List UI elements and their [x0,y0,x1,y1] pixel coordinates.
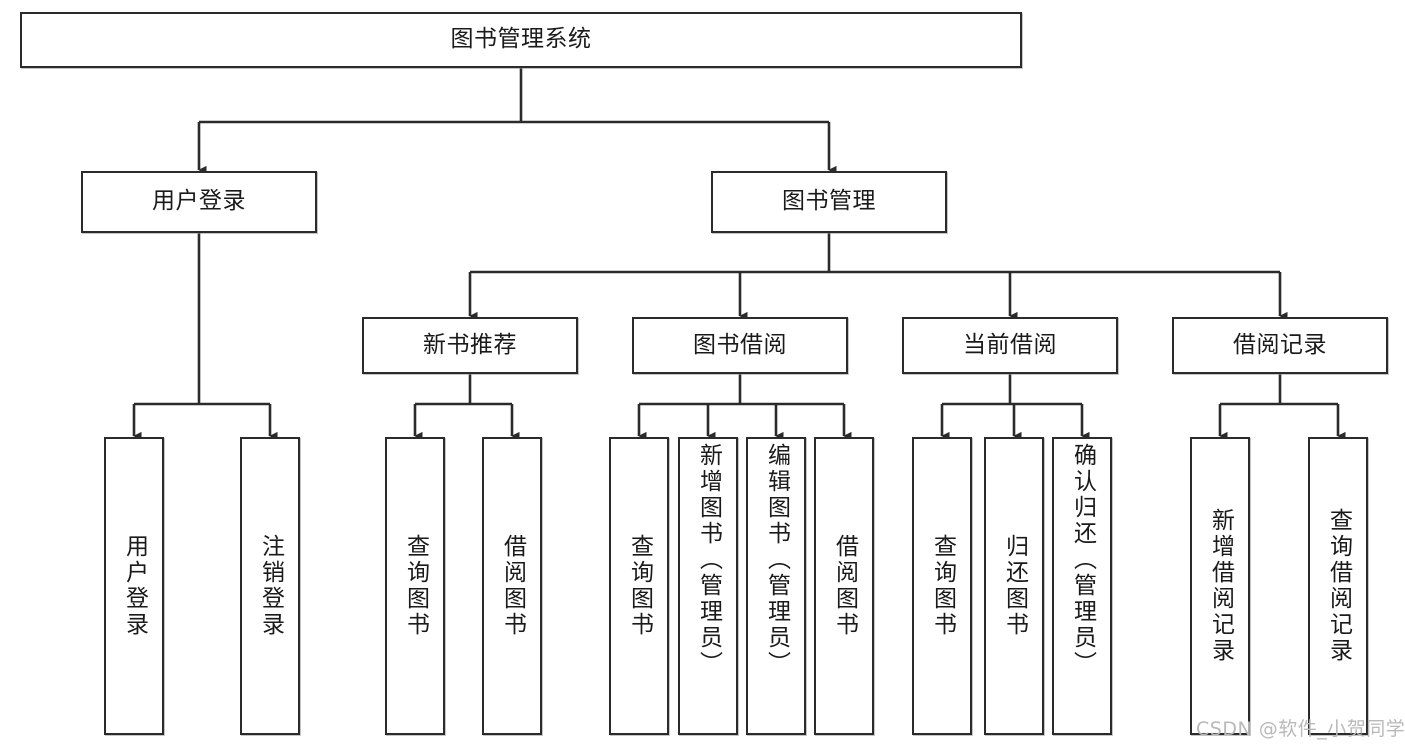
node-root[interactable]: 图书管理系统 [20,12,1022,68]
node-book-manage[interactable]: 图书管理 [711,171,947,233]
node-leaf-borrow-borrow-book-label: 借阅图书 [831,534,858,638]
node-current-borrow-label: 当前借阅 [963,331,1057,358]
node-book-borrow-label: 图书借阅 [693,331,787,358]
node-leaf-borrow-add-book[interactable]: 新增图书（管理员） [678,437,738,735]
node-leaf-rec-query-record[interactable]: 查询借阅记录 [1308,437,1368,735]
node-leaf-borrow-edit-book[interactable]: 编辑图书（管理员） [746,437,806,735]
node-leaf-cur-return-book[interactable]: 归还图书 [984,437,1044,735]
node-borrow-record[interactable]: 借阅记录 [1172,317,1388,374]
node-root-label: 图书管理系统 [450,26,592,53]
node-leaf-borrow-borrow-book[interactable]: 借阅图书 [814,437,874,735]
node-borrow-record-label: 借阅记录 [1233,331,1327,358]
node-leaf-rec-borrow-book-label: 借阅图书 [499,534,526,638]
node-leaf-cur-query-book[interactable]: 查询图书 [912,437,972,735]
node-leaf-borrow-add-book-label: 新增图书（管理员） [695,443,722,677]
csdn-watermark: CSDN @软件_小贺同学 [1196,718,1405,740]
node-new-book-rec-label: 新书推荐 [423,331,517,358]
node-leaf-cur-query-book-label: 查询图书 [929,534,956,638]
node-book-borrow[interactable]: 图书借阅 [632,317,848,374]
node-user-login[interactable]: 用户登录 [81,171,317,233]
node-leaf-rec-query-book[interactable]: 查询图书 [385,437,445,735]
node-new-book-rec[interactable]: 新书推荐 [362,317,578,374]
node-leaf-user-login-label: 用户登录 [121,534,148,638]
node-leaf-user-logout[interactable]: 注销登录 [240,437,300,735]
node-leaf-borrow-edit-book-label: 编辑图书（管理员） [763,443,790,677]
node-leaf-rec-add-record-label: 新增借阅记录 [1207,508,1234,664]
node-leaf-rec-borrow-book[interactable]: 借阅图书 [482,437,542,735]
node-leaf-cur-confirm-return[interactable]: 确认归还（管理员） [1052,437,1112,735]
node-user-login-label: 用户登录 [152,188,246,215]
node-leaf-borrow-query-book-label: 查询图书 [626,534,653,638]
node-book-manage-label: 图书管理 [782,188,876,215]
node-leaf-cur-return-book-label: 归还图书 [1001,534,1028,638]
node-current-borrow[interactable]: 当前借阅 [902,317,1118,374]
node-leaf-borrow-query-book[interactable]: 查询图书 [609,437,669,735]
node-leaf-rec-query-record-label: 查询借阅记录 [1325,508,1352,664]
node-leaf-user-login[interactable]: 用户登录 [104,437,164,735]
node-leaf-user-logout-label: 注销登录 [257,534,284,638]
node-leaf-rec-add-record[interactable]: 新增借阅记录 [1190,437,1250,735]
node-leaf-rec-query-book-label: 查询图书 [402,534,429,638]
node-leaf-cur-confirm-return-label: 确认归还（管理员） [1069,443,1096,677]
